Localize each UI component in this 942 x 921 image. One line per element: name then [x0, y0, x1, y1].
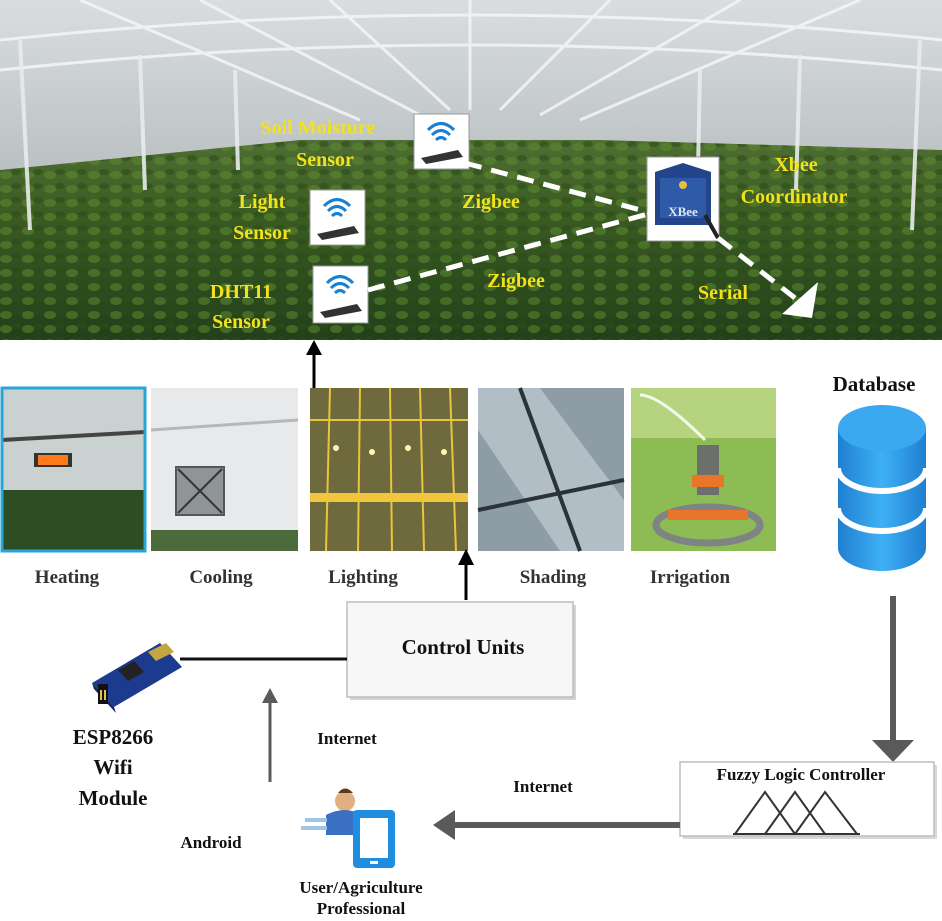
- dht-sensor-label-1: DHT11: [210, 281, 272, 303]
- xbee-label-1: Xbee: [774, 154, 817, 176]
- android-label: Android: [180, 833, 242, 852]
- xbee-chip-text: XBee: [668, 204, 698, 219]
- arrow-user-to-control: [262, 688, 278, 782]
- shading-photo: [477, 387, 625, 552]
- zigbee-links: [367, 160, 649, 293]
- caption-lighting: Lighting: [328, 567, 398, 588]
- caption-shading: Shading: [520, 567, 587, 588]
- control-units-box: Control Units: [346, 601, 576, 700]
- zigbee-label-2: Zigbee: [487, 270, 545, 292]
- light-sensor-label-2: Sensor: [233, 222, 291, 244]
- dht-sensor-node: [312, 265, 369, 324]
- top-labels: Soil Moisture Sensor Light Sensor DHT11 …: [210, 117, 848, 333]
- database-icon: [835, 405, 929, 571]
- light-sensor-node: [309, 189, 366, 246]
- fuzzy-logic-label: Fuzzy Logic Controller: [717, 765, 886, 784]
- arrow-database-to-fuzzy: [872, 596, 914, 762]
- zigbee-label-1: Zigbee: [462, 191, 520, 213]
- esp-label: ESP8266 Wifi Module: [73, 725, 154, 810]
- caption-irrigation: Irrigation: [650, 567, 731, 588]
- xbee-coordinator-chip: XBee: [646, 156, 720, 242]
- serial-link: [716, 236, 818, 318]
- soil-sensor-label-1: Soil Moisture: [261, 117, 376, 139]
- serial-label: Serial: [698, 282, 748, 304]
- xbee-label-2: Coordinator: [741, 186, 848, 208]
- esp8266-module-icon: [92, 643, 182, 713]
- control-units-label: Control Units: [402, 635, 525, 659]
- dht-sensor-label-2: Sensor: [212, 311, 270, 333]
- internet-label-2: Internet: [513, 777, 573, 796]
- soil-sensor-node: [413, 113, 470, 170]
- user-label: User/Agriculture Professional: [299, 878, 423, 918]
- user-label-2: Professional: [317, 899, 406, 918]
- lighting-photo: [310, 387, 468, 552]
- user-phone-icon: [301, 788, 395, 868]
- heating-photo: [0, 386, 147, 553]
- soil-sensor-label-2: Sensor: [296, 149, 354, 171]
- internet-label-1: Internet: [317, 729, 377, 748]
- database-label: Database: [833, 372, 916, 396]
- caption-cooling: Cooling: [189, 567, 253, 588]
- membership-function-icon: [733, 790, 860, 835]
- cooling-photo: [150, 388, 299, 551]
- arrow-to-greenhouse: [306, 340, 322, 388]
- light-sensor-label-1: Light: [239, 191, 286, 213]
- esp-label-2: Wifi: [93, 755, 132, 779]
- actuator-captions: Heating Cooling Lighting Shading Irrigat…: [35, 567, 731, 588]
- esp-label-3: Module: [79, 786, 148, 810]
- irrigation-photo: [631, 388, 776, 551]
- arrow-control-to-lighting: [458, 549, 474, 600]
- user-label-1: User/Agriculture: [299, 878, 423, 897]
- fuzzy-logic-controller-box: Fuzzy Logic Controller: [679, 761, 937, 839]
- caption-heating: Heating: [35, 567, 100, 588]
- esp-label-1: ESP8266: [73, 725, 154, 749]
- arrow-fuzzy-to-user: [433, 810, 680, 840]
